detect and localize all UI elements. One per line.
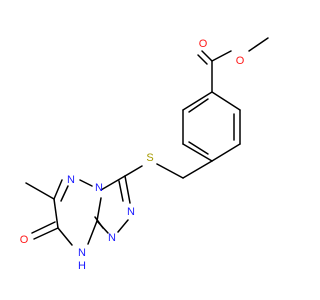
bond-ether-o-to-methyl [248,37,269,52]
bond-carbonyl-to-ether-o [211,50,232,62]
bond-ring-6 [182,91,213,111]
triazole-n-right-bottom-label: N [108,232,116,244]
bond-c3-to-n2 [124,175,131,204]
bond-carbonyl-double-b [197,54,208,65]
bond-c3-to-n4 [100,175,126,191]
ester-carbonyl-o-label: O [199,38,208,50]
bond-carbonyl-double-a [201,50,213,62]
nh-h-label: H [78,260,86,272]
triazole-ring: N N N [94,175,135,244]
benzene-ring [182,91,241,162]
triazine-n-upper-label: N [67,174,75,186]
bond-methyl [25,182,55,200]
bond-c3-n2-double [118,180,124,202]
bond-n2-n1 [117,219,129,233]
bond-n-upper-to-c-methyl [53,179,63,200]
methyl-substituent [25,182,55,200]
bond-c-ketone-to-nh [57,227,73,246]
thioether-s-label: S [146,152,153,164]
bond-c-methyl-to-c-ketone [53,198,59,229]
molecule-diagram: O O S N N N [19,37,269,272]
bond-nh-to-c8a [87,220,98,245]
ester-group: O O [197,37,269,93]
triazine-ring: N N H [53,174,98,272]
bond-ring-1 [211,91,241,111]
bond-ring-inner-3 [188,98,209,113]
molecule-svg: O O S N N N [20,37,269,272]
bond-s-to-triazole [124,165,143,177]
ester-ether-o-label: O [236,55,245,67]
bond-n1-c8a-double [94,216,104,229]
bond-ring-inner-2 [188,141,209,155]
triazole-n-right-top-label: N [127,206,135,218]
bond-c8a-to-n4 [96,197,102,222]
bond-ring-4 [182,143,213,162]
bond-n-bridge-to-n-upper [79,179,93,187]
bond-ketone-b [31,221,56,234]
thioether-linker: S [124,152,213,179]
bond-ring-to-ch2 [182,160,213,179]
bond-ketone-a [33,227,59,240]
triazole-n-bridge-label: N [95,182,103,194]
bond-ch2-to-s [156,163,184,179]
ketone-o-label: O [20,234,29,246]
ketone-group: O [20,221,59,246]
bond-n-upper-c-methyl-double [60,185,69,202]
nh-n-label: N [78,247,86,259]
bond-ring-3 [211,143,241,162]
